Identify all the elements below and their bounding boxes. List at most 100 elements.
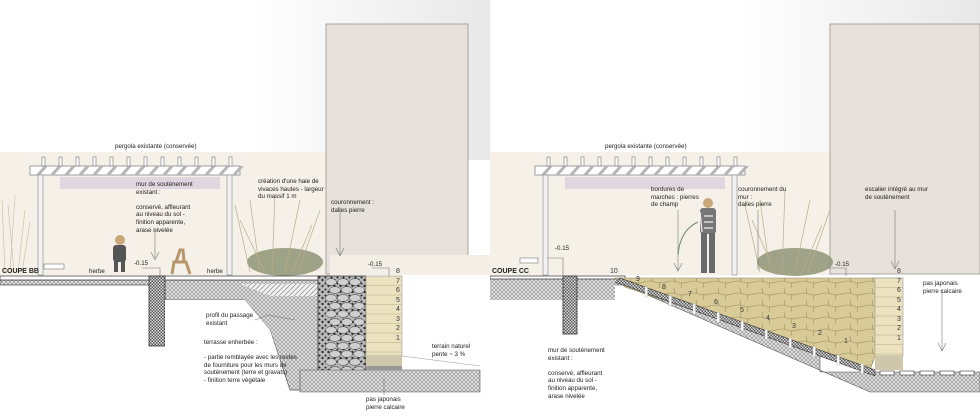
pergola-stripe (709, 166, 721, 175)
wall-stone (329, 286, 341, 294)
pergola-stripe (106, 166, 118, 175)
pergola-stripe (569, 166, 581, 175)
section-title-cc: COUPE CC (492, 268, 529, 275)
terrace-void (165, 300, 290, 392)
stepping-stone (919, 370, 935, 376)
retaining-wall-existing (148, 275, 166, 347)
pergola-rafter (126, 156, 131, 167)
stair-riser (812, 346, 816, 357)
pergola-stripe (78, 166, 90, 175)
step-number: 2 (897, 325, 901, 332)
wall-stone (325, 358, 337, 366)
stair-riser (836, 354, 840, 366)
wall-stone (325, 294, 337, 302)
wall-stone (329, 318, 341, 326)
pergola-rafter (682, 156, 687, 167)
stair-riser (740, 320, 744, 332)
wall-foot-wash (330, 255, 490, 275)
pergola-stripe (625, 166, 637, 175)
pergola-stripe (583, 166, 595, 175)
section-bb: pergola existante (conservée) mur de sou… (0, 0, 490, 411)
level-marker-right: -0.15 (835, 261, 850, 268)
pergola (29, 156, 244, 276)
pergola-stripe (50, 166, 62, 175)
step-edges-note: bordures de marches : pierres de champ (651, 186, 699, 209)
pergola-stripe (190, 166, 202, 175)
section-cc-drawing (490, 0, 980, 393)
pergola-rafter (228, 156, 233, 167)
pergola (534, 156, 749, 276)
stepping-stone (959, 370, 975, 376)
wall-stone (353, 286, 365, 294)
stepping-stones-note: pas japonais pierre calcaire (366, 396, 405, 411)
child-figure (113, 235, 126, 272)
wall-stone (337, 358, 349, 366)
giraffe-toy (170, 248, 192, 275)
wall-stone (329, 334, 341, 342)
pergola-label: pergola existante (conservée) (115, 143, 197, 150)
pergola-rafter (716, 156, 721, 167)
stair-number: 3 (792, 322, 796, 330)
pergola-rafter (597, 156, 602, 167)
pergola-stripe (555, 166, 567, 175)
wall-stone (337, 326, 349, 334)
stepping-stones-note: pas japonais pierre calcaire (923, 280, 962, 295)
wall-stone (349, 342, 361, 350)
pergola-stripe (204, 166, 216, 175)
pergola-stripe (120, 166, 132, 175)
step-number: 7 (897, 277, 901, 285)
wisteria (565, 177, 725, 189)
pergola-rafter (699, 156, 704, 167)
step-number: 3 (396, 315, 400, 323)
passage-profile-note: profil du passage existant (206, 312, 254, 327)
pergola-rafter (41, 156, 46, 167)
step-number: 2 (396, 325, 400, 332)
step-number: 6 (897, 287, 901, 294)
pergola-stripe (36, 166, 48, 175)
pergola-stripe (737, 166, 749, 175)
pergola-rafter (546, 156, 551, 167)
pergola-rafter (109, 156, 114, 167)
pergola-rafter (733, 156, 738, 167)
wall-stone (325, 326, 337, 334)
pergola-stripe (541, 166, 553, 175)
stair-riser (668, 295, 672, 306)
wall-stone (349, 278, 361, 286)
gardener-figure (677, 198, 716, 273)
pergola-stripe (611, 166, 623, 175)
stair-note: escalier intégré au mur de soutènement (865, 186, 928, 201)
pergola-stripe (218, 166, 230, 175)
wall-stone (337, 310, 349, 318)
wall-stone (349, 326, 361, 334)
stair-riser (788, 337, 792, 349)
step-number: 6 (396, 287, 400, 294)
pergola-rafter (614, 156, 619, 167)
wall-stone (349, 294, 361, 302)
step-number: 8 (897, 268, 901, 275)
wall-stone (325, 278, 337, 286)
wall-stone (353, 350, 365, 358)
pergola-stripe (64, 166, 76, 175)
step-number: 7 (396, 277, 400, 285)
pergola-rafter (580, 156, 585, 167)
stair-number: 8 (662, 283, 666, 291)
stair-number: 10 (610, 268, 618, 275)
wall-stone (341, 302, 353, 310)
stepping-stone (879, 370, 895, 376)
pergola-stripe (597, 166, 609, 175)
ground-line (490, 275, 626, 280)
stair-number: 6 (714, 299, 718, 307)
level-marker-right: -0.15 (368, 261, 383, 268)
wall-coping-note: couronnement du mur : dalles pierre (738, 186, 787, 209)
pergola-rafter (143, 156, 148, 167)
stair-riser (644, 286, 648, 298)
step-base (875, 356, 903, 370)
hedge-note: création d'une haie de vivaces hautes - … (258, 178, 324, 201)
pergola-stripe (148, 166, 160, 175)
leader-lines (547, 210, 947, 352)
pergola-rafter (194, 156, 199, 167)
step-number: 5 (897, 296, 901, 304)
lower-ground (299, 369, 481, 393)
wall-stone (337, 278, 349, 286)
pergola-label: pergola existante (conservée) (605, 143, 687, 150)
